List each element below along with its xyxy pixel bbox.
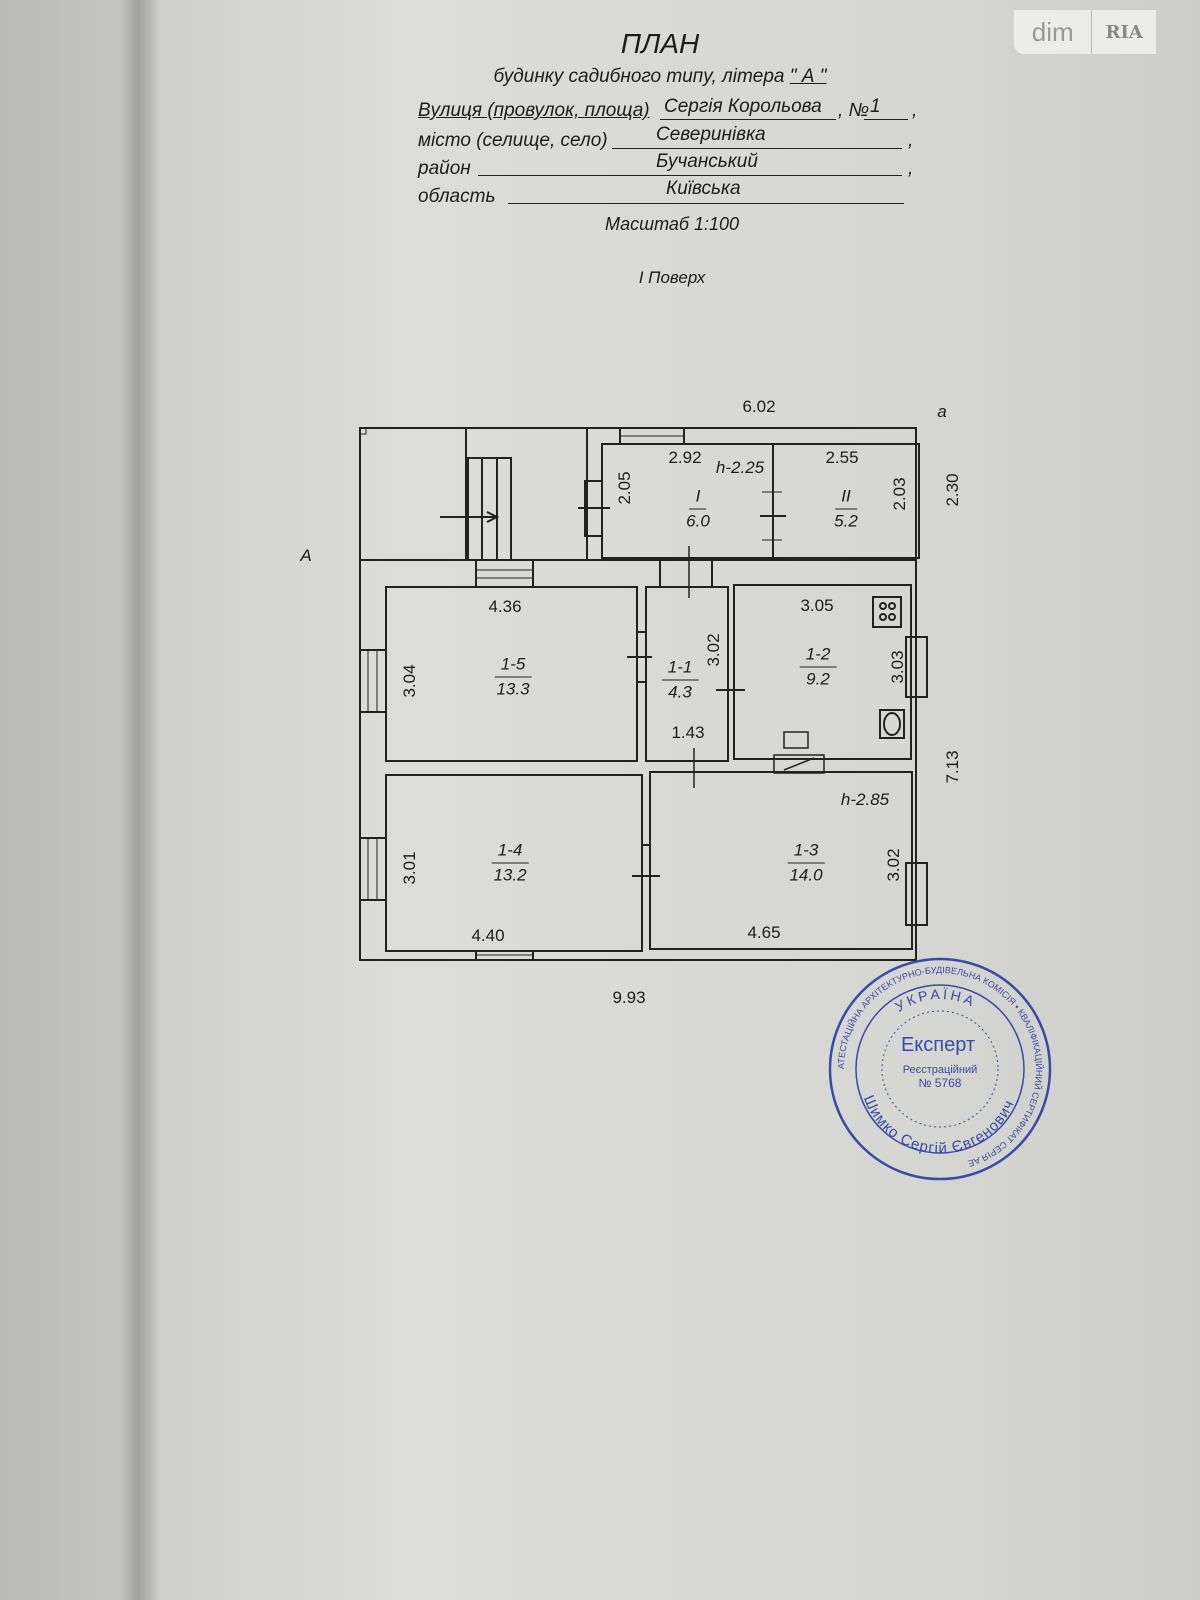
- dim-1-5-width: 4.36: [488, 597, 522, 616]
- street-value: Сергія Корольова: [664, 96, 822, 117]
- document-subtitle: будинку садибного типу, літера " А ": [493, 66, 826, 88]
- dim-room-I-width: 2.92: [668, 448, 702, 467]
- stove-icon: [872, 596, 902, 628]
- number-value: 1: [870, 96, 881, 117]
- city-label: місто (селище, село): [418, 130, 608, 151]
- dim-1-5-height: 3.04: [400, 664, 419, 698]
- dim-1-1-height: 3.02: [704, 633, 723, 667]
- dim-1-2-height: 3.03: [888, 650, 907, 684]
- room-1-2: [733, 584, 912, 760]
- litera-value: " А ": [789, 66, 827, 87]
- svg-text:Експерт: Експерт: [901, 1034, 975, 1056]
- subtitle-text: будинку садибного типу, літера: [493, 66, 785, 87]
- label-A: A: [300, 546, 312, 565]
- dim-1-4-height: 3.01: [400, 851, 419, 885]
- dim-1-4-width: 4.40: [471, 926, 505, 945]
- region-value: Київська: [666, 178, 741, 199]
- dim-bottom: 9.93: [612, 988, 646, 1007]
- region-label: область: [418, 186, 496, 207]
- heater-icon: [773, 754, 825, 774]
- height-upper: h-2.25: [715, 458, 765, 477]
- city-value: Северинівка: [656, 124, 766, 145]
- dim-right: 7.13: [943, 750, 962, 784]
- room-1-3: [649, 771, 913, 950]
- height-main: h-2.85: [840, 790, 890, 809]
- watermark-logo: dim RIA: [1014, 10, 1156, 54]
- stairs: [440, 457, 512, 561]
- svg-text:УКРАЇНА: УКРАЇНА: [892, 986, 979, 1015]
- dim-1-3-height: 3.02: [884, 848, 903, 882]
- dim-room-II-height: 2.03: [890, 477, 909, 511]
- svg-text:Реєстраційний: Реєстраційний: [903, 1064, 978, 1076]
- dim-1-1-width: 1.43: [671, 723, 705, 742]
- street-label: Вулиця (провулок, площа): [418, 100, 650, 121]
- expert-stamp: АТЕСТАЦІЙНА АРХІТЕКТУРНО-БУДІВЕЛЬНА КОМІ…: [828, 957, 1052, 1181]
- label-a: a: [937, 402, 947, 421]
- district-value: Бучанський: [656, 151, 758, 172]
- document-title: ПЛАН: [620, 28, 700, 59]
- watermark-dim: dim: [1014, 10, 1093, 54]
- scale: Масштаб 1:100: [604, 214, 740, 234]
- dim-room-I-height: 2.05: [615, 471, 634, 505]
- dim-porch-height: 2.30: [943, 473, 962, 507]
- dim-room-II-width: 2.55: [825, 448, 859, 467]
- sink-icon: [879, 709, 905, 739]
- boiler-icon: [783, 731, 809, 749]
- number-label: , №: [838, 100, 870, 121]
- district-label: район: [418, 158, 471, 179]
- dim-top: 6.02: [742, 397, 776, 416]
- floor-label: І Поверх: [638, 268, 706, 287]
- svg-text:№ 5768: № 5768: [919, 1076, 962, 1090]
- dim-1-3-width: 4.65: [747, 923, 781, 942]
- dim-1-2-width: 3.05: [800, 596, 834, 615]
- watermark-ria: RIA: [1092, 10, 1156, 54]
